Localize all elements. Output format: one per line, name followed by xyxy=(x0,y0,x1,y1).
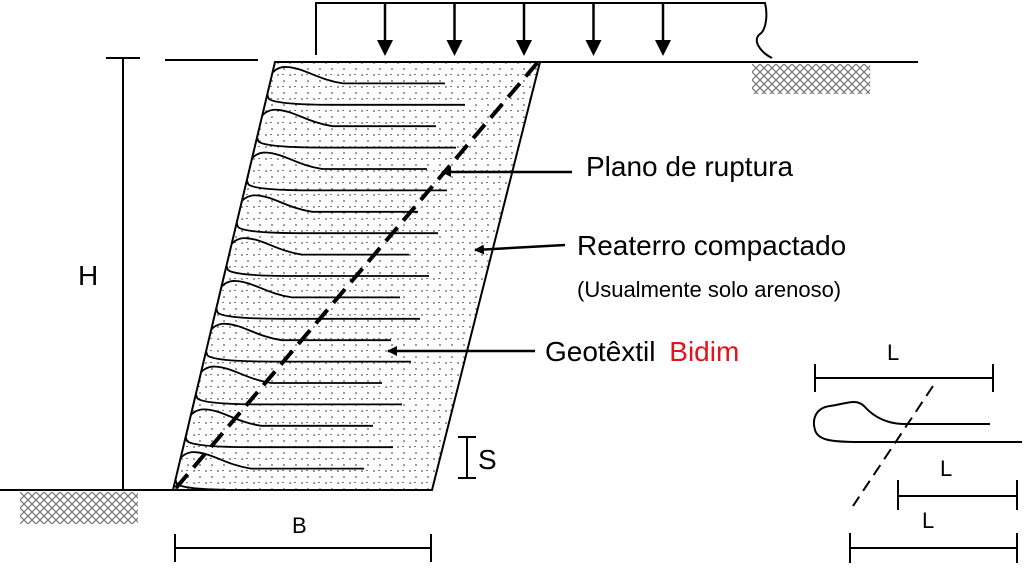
geotextile-brand: Bidim xyxy=(669,336,739,367)
detail-length-top-label: L xyxy=(887,340,899,365)
load-arrow-head xyxy=(446,40,463,56)
load-arrow-head xyxy=(377,40,393,56)
spacing-dimension xyxy=(458,436,476,479)
load-arrow-head xyxy=(655,40,671,56)
detail-length-bottom-label: L xyxy=(922,508,934,533)
geotextile-prefix: Geotêxtil xyxy=(545,336,656,367)
detail-length-mid-label: L xyxy=(940,456,952,481)
backfill-label: Reaterro compactado xyxy=(577,230,846,261)
backfill-note: (Usualmente solo arenoso) xyxy=(577,277,841,302)
base-dimension xyxy=(174,534,432,562)
surcharge-load xyxy=(315,2,773,59)
base-label: B xyxy=(292,513,307,538)
spacing-label: S xyxy=(478,444,497,475)
natural-soil-hatch-bottom xyxy=(20,492,138,524)
backfill-callout-arrow xyxy=(474,243,566,255)
anchorage-detail xyxy=(812,364,1022,563)
plane-label: Plano de ruptura xyxy=(586,151,793,182)
geotextile-label: Geotêxtil Bidim xyxy=(545,336,739,367)
load-arrow-head xyxy=(516,40,532,56)
rupture-plane-line xyxy=(174,60,540,490)
natural-soil-hatch-top xyxy=(752,64,870,94)
load-arrow-head xyxy=(585,40,602,56)
height-label: H xyxy=(78,260,98,291)
height-dimension xyxy=(106,57,140,491)
